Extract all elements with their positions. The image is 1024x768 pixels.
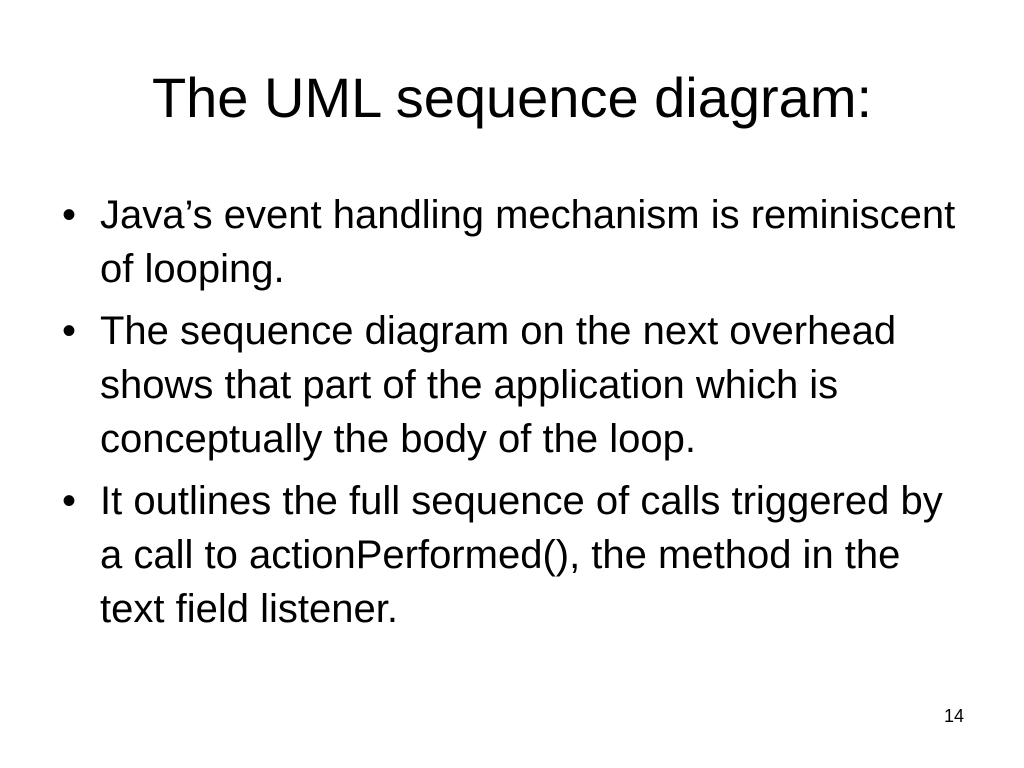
bullet-text: Java’s event handling mechanism is remin… [100, 193, 956, 291]
bullet-list: • Java’s event handling mechanism is rem… [62, 188, 962, 644]
bullet-text: The sequence diagram on the next overhea… [100, 309, 897, 461]
bullet-marker: • [62, 309, 77, 353]
slide-title: The UML sequence diagram: [151, 66, 873, 129]
bullet-marker: • [62, 479, 77, 523]
bullet-item-2: • The sequence diagram on the next overh… [62, 304, 962, 466]
bullet-text: It outlines the full sequence of calls t… [100, 479, 943, 631]
slide-number: 14 [943, 706, 964, 726]
bullet-item-1: • Java’s event handling mechanism is rem… [62, 188, 962, 296]
bullet-item-3: • It outlines the full sequence of calls… [62, 474, 962, 636]
bullet-marker: • [62, 193, 77, 237]
